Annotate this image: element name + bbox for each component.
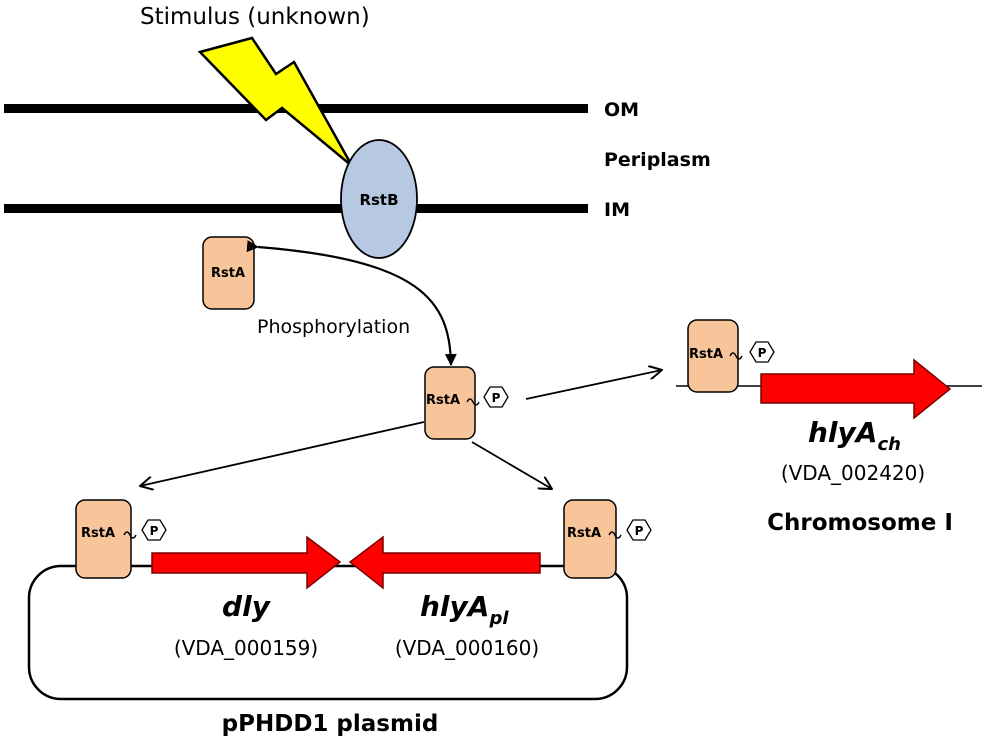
rsta-phosphorylated-hlyapl	[563, 499, 617, 579]
dly-locus: (VDA_000159)	[174, 636, 318, 660]
stimulus-label: Stimulus (unknown)	[140, 4, 370, 30]
hlyach-locus: (VDA_002420)	[781, 461, 925, 485]
hlyapl-locus: (VDA_000160)	[395, 636, 539, 660]
phospho-bond	[608, 531, 622, 539]
hlyapl-gene-name: hlyApl	[420, 590, 509, 629]
rsta-center-label: RstA	[426, 393, 460, 408]
rsta-phosphorylated-center	[424, 366, 476, 440]
hlyapl-gene-arrow	[348, 535, 541, 590]
rstb-label: RstB	[359, 191, 398, 209]
plasmid-title: pPHDD1 plasmid	[222, 711, 439, 737]
arrow-to-chromosome	[525, 370, 662, 400]
phospho-tag-label: P	[635, 524, 644, 538]
phospho-bond	[729, 352, 743, 360]
rsta-phosphorylated-chromosome	[687, 319, 739, 393]
hlyach-gene-arrow	[760, 358, 952, 420]
phospho-tag-label: P	[150, 524, 159, 538]
phosphate-hexagon-icon	[749, 341, 775, 363]
rsta-dly-label: RstA	[81, 526, 115, 541]
chromosome-title: Chromosome I	[767, 510, 953, 536]
arrow-to-dly	[140, 421, 425, 486]
phosphate-hexagon-icon	[483, 386, 509, 408]
phosphate-hexagon-icon	[626, 519, 652, 541]
inner-membrane	[4, 204, 588, 213]
dly-gene-name: dly	[222, 590, 272, 623]
rsta-chromosome-label: RstA	[689, 347, 723, 362]
phospho-bond	[123, 531, 137, 539]
arrow-to-hlyapl	[471, 441, 552, 489]
phosphorylation-arrow	[246, 240, 457, 366]
hlyach-gene-name: hlyAch	[808, 416, 901, 455]
phospho-tag-label: P	[492, 391, 501, 405]
dly-gene-arrow	[151, 535, 342, 590]
rsta-label: RstA	[211, 266, 245, 281]
im-label: IM	[604, 199, 630, 221]
rsta-hlyapl-label: RstA	[567, 526, 601, 541]
phosphorylation-label: Phosphorylation	[257, 316, 410, 338]
om-label: OM	[604, 99, 639, 121]
phospho-bond	[466, 398, 480, 406]
plasmid-outline	[27, 564, 629, 701]
periplasm-label: Periplasm	[604, 149, 711, 171]
phospho-tag-label: P	[758, 346, 767, 360]
phosphate-hexagon-icon	[141, 519, 167, 541]
rsta-phosphorylated-dly	[75, 499, 132, 579]
lightning-bolt-icon	[197, 36, 354, 167]
